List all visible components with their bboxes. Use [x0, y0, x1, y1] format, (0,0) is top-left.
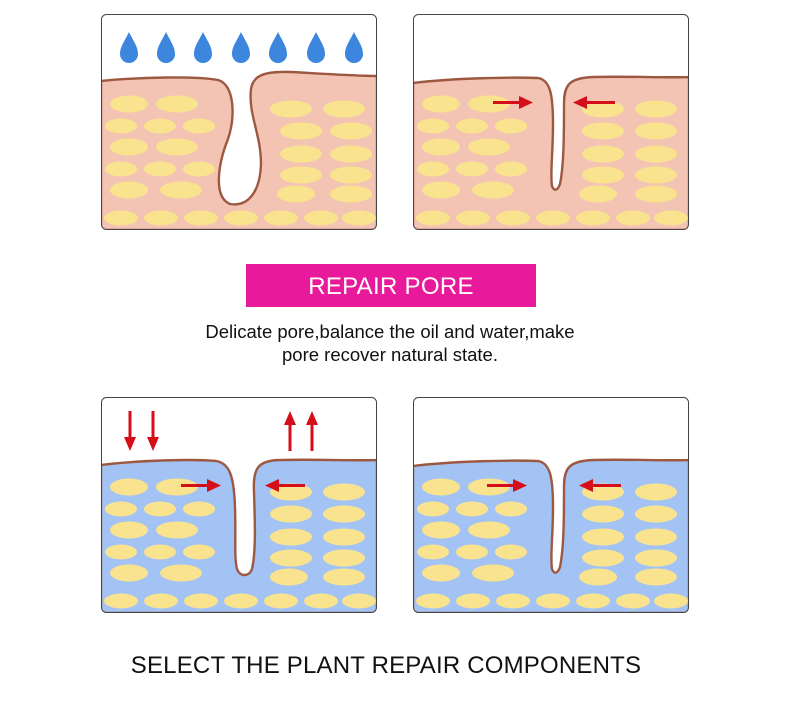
panel-pore-closing-pink — [413, 14, 689, 230]
arrow-down-icon — [124, 411, 136, 451]
arrow-up-icon — [284, 411, 296, 451]
description-line-2: pore recover natural state. — [282, 344, 498, 365]
description-text: Delicate pore,balance the oil and water,… — [150, 320, 630, 366]
arrow-up-icon — [306, 411, 318, 451]
arrow-left-icon — [573, 96, 615, 109]
water-droplet-icon — [120, 32, 138, 63]
water-droplet-icon — [232, 32, 250, 63]
arrow-right-icon — [487, 479, 527, 492]
arrow-down-icon — [147, 411, 159, 451]
panel-pore-balance-blue — [101, 397, 377, 613]
water-droplet-icon — [269, 32, 287, 63]
water-droplet-icon — [345, 32, 363, 63]
arrow-left-icon — [265, 479, 305, 492]
water-droplet-icon — [307, 32, 325, 63]
arrow-right-icon — [493, 96, 533, 109]
footer-heading: SELECT THE PLANT REPAIR COMPONENTS — [130, 652, 642, 679]
arrow-left-icon — [579, 479, 621, 492]
water-droplet-icon — [194, 32, 212, 63]
repair-pore-banner: REPAIR PORE — [246, 264, 536, 307]
arrow-right-icon — [181, 479, 221, 492]
water-droplet-icon — [157, 32, 175, 63]
panel-open-pore — [101, 14, 377, 230]
panel-pore-closed-blue — [413, 397, 689, 613]
description-line-1: Delicate pore,balance the oil and water,… — [205, 321, 575, 342]
